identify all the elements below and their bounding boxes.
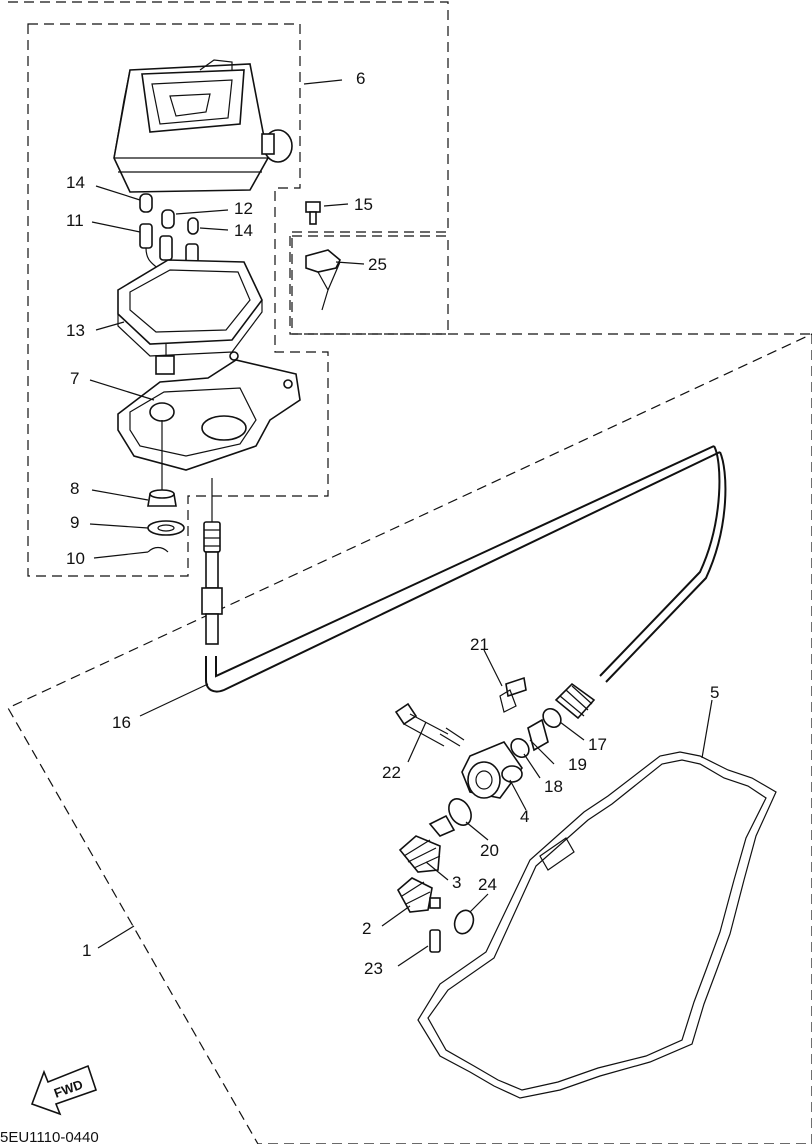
callout-14-top: 14 [66, 173, 85, 192]
callout-13: 13 [66, 321, 85, 340]
callout-5: 5 [710, 683, 719, 702]
callout-15: 15 [354, 195, 373, 214]
callout-14-right: 14 [234, 221, 253, 240]
callout-9: 9 [70, 513, 79, 532]
callout-18: 18 [544, 777, 563, 796]
fwd-arrow: FWD [30, 1064, 98, 1116]
meter-group-boundary [27, 23, 329, 577]
callout-19: 19 [568, 755, 587, 774]
callout-6: 6 [356, 69, 365, 88]
callout-8: 8 [70, 479, 79, 498]
callout-25: 25 [368, 255, 387, 274]
callout-20: 20 [480, 841, 499, 860]
callout-24: 24 [478, 875, 497, 894]
callout-labels: 1 2 3 4 5 6 7 8 9 10 11 12 13 14 14 15 1… [66, 69, 719, 978]
callout-11: 11 [66, 211, 84, 230]
speedometer-drive-housing [394, 676, 562, 826]
callout-3: 3 [452, 873, 461, 892]
meter-assembly [113, 59, 293, 193]
callout-21: 21 [470, 635, 489, 654]
callout-12: 12 [234, 199, 253, 218]
leader-lines [89, 79, 713, 967]
callout-22: 22 [382, 763, 401, 782]
diagram-code: 5EU1110-0440 [0, 1129, 99, 1144]
callout-16: 16 [112, 713, 131, 732]
callout-17: 17 [588, 735, 607, 754]
callout-10: 10 [66, 549, 85, 568]
bracket-group-boundary [291, 235, 449, 335]
bolt-and-bracket [305, 201, 341, 311]
meter-case-bottom [117, 351, 301, 471]
callout-2: 2 [362, 919, 371, 938]
callout-7: 7 [70, 369, 79, 388]
drive-gears [396, 814, 475, 953]
crankcase-gasket [417, 751, 777, 1099]
callout-4: 4 [520, 807, 529, 826]
meter-case-top [117, 259, 263, 357]
callout-23: 23 [364, 959, 383, 978]
grommet-washer-clip [147, 420, 185, 553]
callout-1: 1 [82, 941, 91, 960]
speedometer-cable [201, 445, 727, 720]
